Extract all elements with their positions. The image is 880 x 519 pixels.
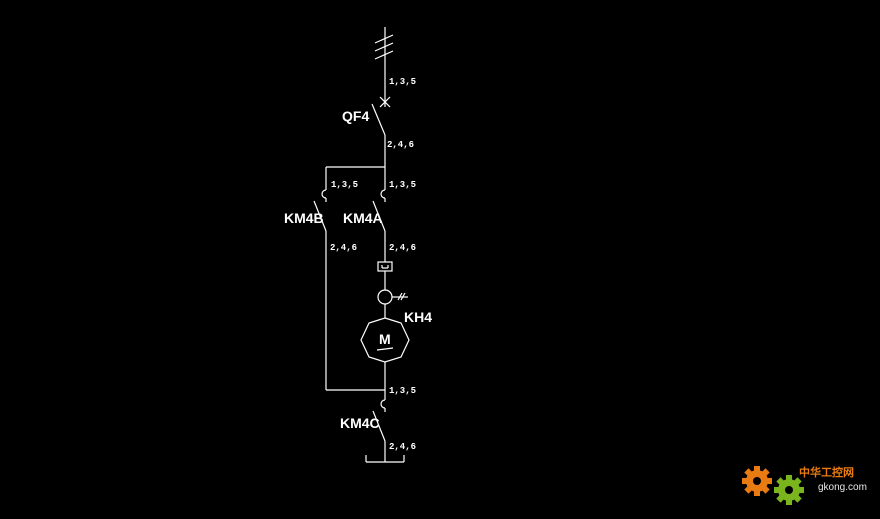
kh4-thermal-relay bbox=[377, 261, 408, 318]
qf4-label: QF4 bbox=[342, 108, 369, 124]
km4a-contactor bbox=[372, 167, 386, 262]
watermark-site-name: 中华工控网 bbox=[799, 465, 854, 479]
km4b-bottom-pins: 2,4,6 bbox=[330, 243, 357, 253]
km4b-contactor bbox=[313, 167, 327, 390]
watermark-logo: 中华工控网 gkong.com bbox=[742, 465, 867, 505]
km4c-top-pins: 1,3,5 bbox=[389, 386, 416, 396]
km4c-bottom-pins: 2,4,6 bbox=[389, 442, 416, 452]
km4b-label: KM4B bbox=[284, 210, 324, 226]
watermark-url: gkong.com bbox=[818, 482, 867, 493]
km4c-contactor bbox=[365, 390, 405, 463]
km4a-bottom-pins: 2,4,6 bbox=[389, 243, 416, 253]
motor-symbol-label: M bbox=[379, 331, 391, 347]
orange-gear-icon bbox=[742, 466, 772, 496]
motor bbox=[360, 317, 410, 390]
qf4-breaker bbox=[371, 96, 391, 167]
km4c-label: KM4C bbox=[340, 415, 380, 431]
qf4-bottom-pins: 2,4,6 bbox=[387, 140, 414, 150]
kh4-label: KH4 bbox=[404, 309, 432, 325]
green-gear-icon bbox=[774, 475, 804, 505]
km4a-top-pins: 1,3,5 bbox=[389, 180, 416, 190]
km4a-label: KM4A bbox=[343, 210, 383, 226]
qf4-top-pins: 1,3,5 bbox=[389, 77, 416, 87]
incoming-line bbox=[374, 27, 394, 107]
km4b-top-pins: 1,3,5 bbox=[331, 180, 358, 190]
